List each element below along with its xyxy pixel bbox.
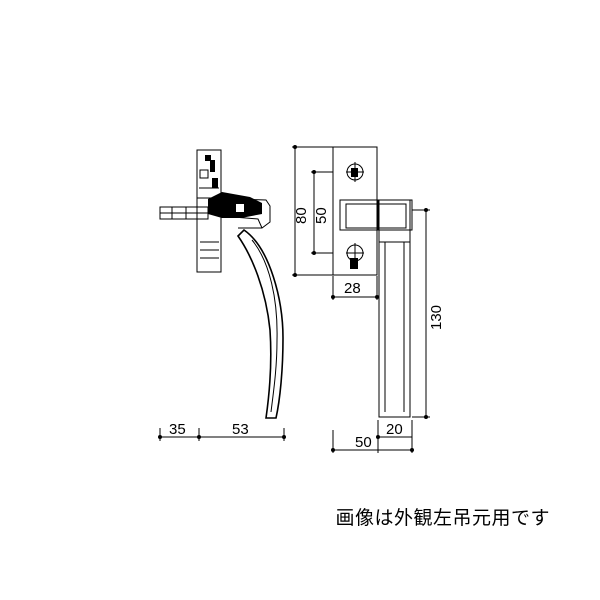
dim-label-53: 53 xyxy=(232,421,249,438)
side-lever xyxy=(236,228,284,419)
dim-dot xyxy=(331,295,335,299)
lever-inner-line xyxy=(251,239,278,413)
front-dimension-50-vertical: 50 xyxy=(311,170,333,255)
bracket-detail xyxy=(199,169,209,179)
side-head-block xyxy=(208,192,262,218)
front-dimension-130: 130 xyxy=(412,208,445,419)
dim-dot xyxy=(197,435,201,439)
front-dimension-50-20: 50 20 xyxy=(331,420,414,453)
dim-label-130: 130 xyxy=(428,305,445,330)
dim-dot xyxy=(424,415,428,419)
handle-head-inner xyxy=(345,203,407,229)
dim-label-35: 35 xyxy=(169,421,186,438)
head-notch xyxy=(236,204,244,212)
dim-label-20: 20 xyxy=(386,421,403,438)
front-dimension-80: 80 xyxy=(292,145,333,277)
dim-dot xyxy=(293,145,297,149)
dim-dot xyxy=(331,448,335,452)
side-view xyxy=(159,149,284,419)
bracket-mark xyxy=(210,160,215,172)
head-line xyxy=(220,215,263,229)
screw-mark xyxy=(350,258,358,269)
dim-label-28: 28 xyxy=(344,280,361,297)
dim-dot xyxy=(375,295,379,299)
side-head-cover xyxy=(237,198,271,229)
side-base-plate xyxy=(196,197,222,273)
side-dimension-35-53: 35 53 xyxy=(158,421,286,441)
dim-dot xyxy=(312,170,316,174)
front-base-plate xyxy=(332,146,378,276)
front-lever xyxy=(378,199,411,418)
dim-label-50-bottom: 50 xyxy=(355,434,372,451)
dim-dot xyxy=(158,435,162,439)
dim-dot xyxy=(282,435,286,439)
bracket-mark xyxy=(205,155,211,161)
screw-mark xyxy=(351,168,358,177)
dim-dot xyxy=(424,208,428,212)
bracket-mark xyxy=(212,178,218,188)
front-dimension-28: 28 xyxy=(331,276,379,300)
dim-label-50-vertical: 50 xyxy=(313,207,330,224)
dim-label-80: 80 xyxy=(293,207,310,224)
front-view xyxy=(332,146,413,418)
front-handle-head xyxy=(339,199,413,231)
caption-note: 画像は外観左吊元用です xyxy=(335,507,550,529)
dim-dot xyxy=(293,273,297,277)
dim-dot xyxy=(312,251,316,255)
dim-dot xyxy=(410,448,414,452)
